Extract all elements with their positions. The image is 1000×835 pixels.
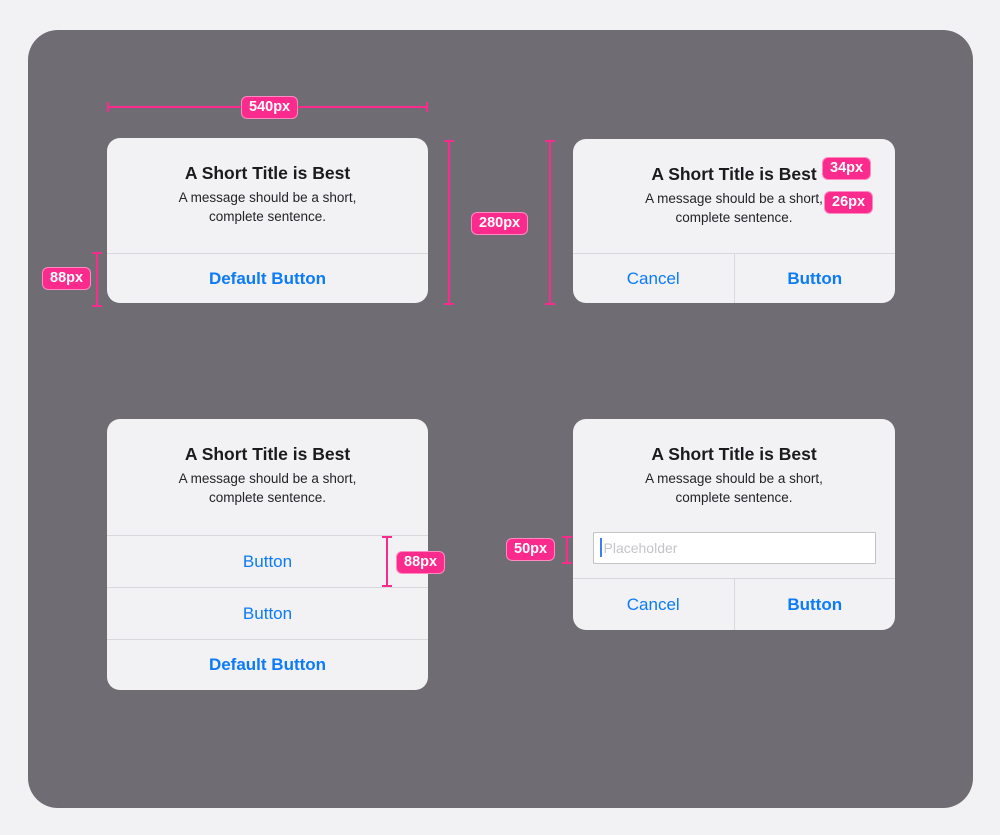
width-measure-badge: 540px (241, 96, 299, 119)
alert-body: A Short Title is Best A message should b… (573, 139, 895, 253)
text-field[interactable] (592, 532, 876, 564)
alert-message: A message should be a short, complete se… (178, 190, 357, 224)
default-button[interactable]: Default Button (107, 640, 428, 690)
alert-height-measure-badge: 280px (471, 212, 529, 235)
alert-message: A message should be a short, complete se… (178, 471, 357, 505)
alert-message: A message should be a short, complete se… (645, 191, 823, 225)
message-size-badge: 26px (824, 191, 874, 214)
alert-text-field: A Short Title is Best A message should b… (573, 419, 895, 630)
default-button[interactable]: Default Button (107, 254, 428, 303)
alert-height-measure-line-right (545, 140, 555, 305)
field-height-measure-line (562, 536, 572, 564)
alert-body: A Short Title is Best A message should b… (573, 419, 895, 578)
alert-button-row: Button (107, 535, 428, 587)
alert-height-measure-line-left (444, 140, 454, 305)
alert-button-row: Default Button (107, 253, 428, 303)
stacked-button-2[interactable]: Button (107, 588, 428, 639)
alert-single-button: A Short Title is Best A message should b… (107, 138, 428, 303)
alert-title: A Short Title is Best (651, 444, 817, 464)
stacked-button-measure-badge: 88px (396, 551, 446, 574)
alert-message: A message should be a short, complete se… (645, 471, 823, 505)
alert-button-row: Default Button (107, 639, 428, 690)
cancel-button[interactable]: Cancel (573, 579, 735, 630)
button-height-measure-badge: 88px (42, 267, 92, 290)
text-cursor (599, 538, 602, 557)
text-field-input[interactable] (592, 532, 876, 564)
field-height-measure-badge: 50px (506, 538, 556, 561)
alert-body: A Short Title is Best A message should b… (107, 419, 428, 535)
alert-button-row: Button (107, 587, 428, 639)
confirm-button[interactable]: Button (735, 254, 896, 303)
title-size-badge: 34px (822, 157, 872, 180)
alert-button-row: Cancel Button (573, 253, 895, 303)
stacked-button-1[interactable]: Button (107, 536, 428, 587)
alert-title: A Short Title is Best (184, 163, 351, 183)
alert-button-row: Cancel Button (573, 578, 895, 630)
button-height-measure-line (92, 252, 102, 307)
alert-title: A Short Title is Best (651, 164, 817, 184)
alert-title: A Short Title is Best (184, 444, 351, 464)
alert-body: A Short Title is Best A message should b… (107, 138, 428, 253)
alert-stacked-buttons: A Short Title is Best A message should b… (107, 419, 428, 690)
stacked-button-measure-line (382, 536, 392, 587)
confirm-button[interactable]: Button (735, 579, 896, 630)
cancel-button[interactable]: Cancel (573, 254, 735, 303)
